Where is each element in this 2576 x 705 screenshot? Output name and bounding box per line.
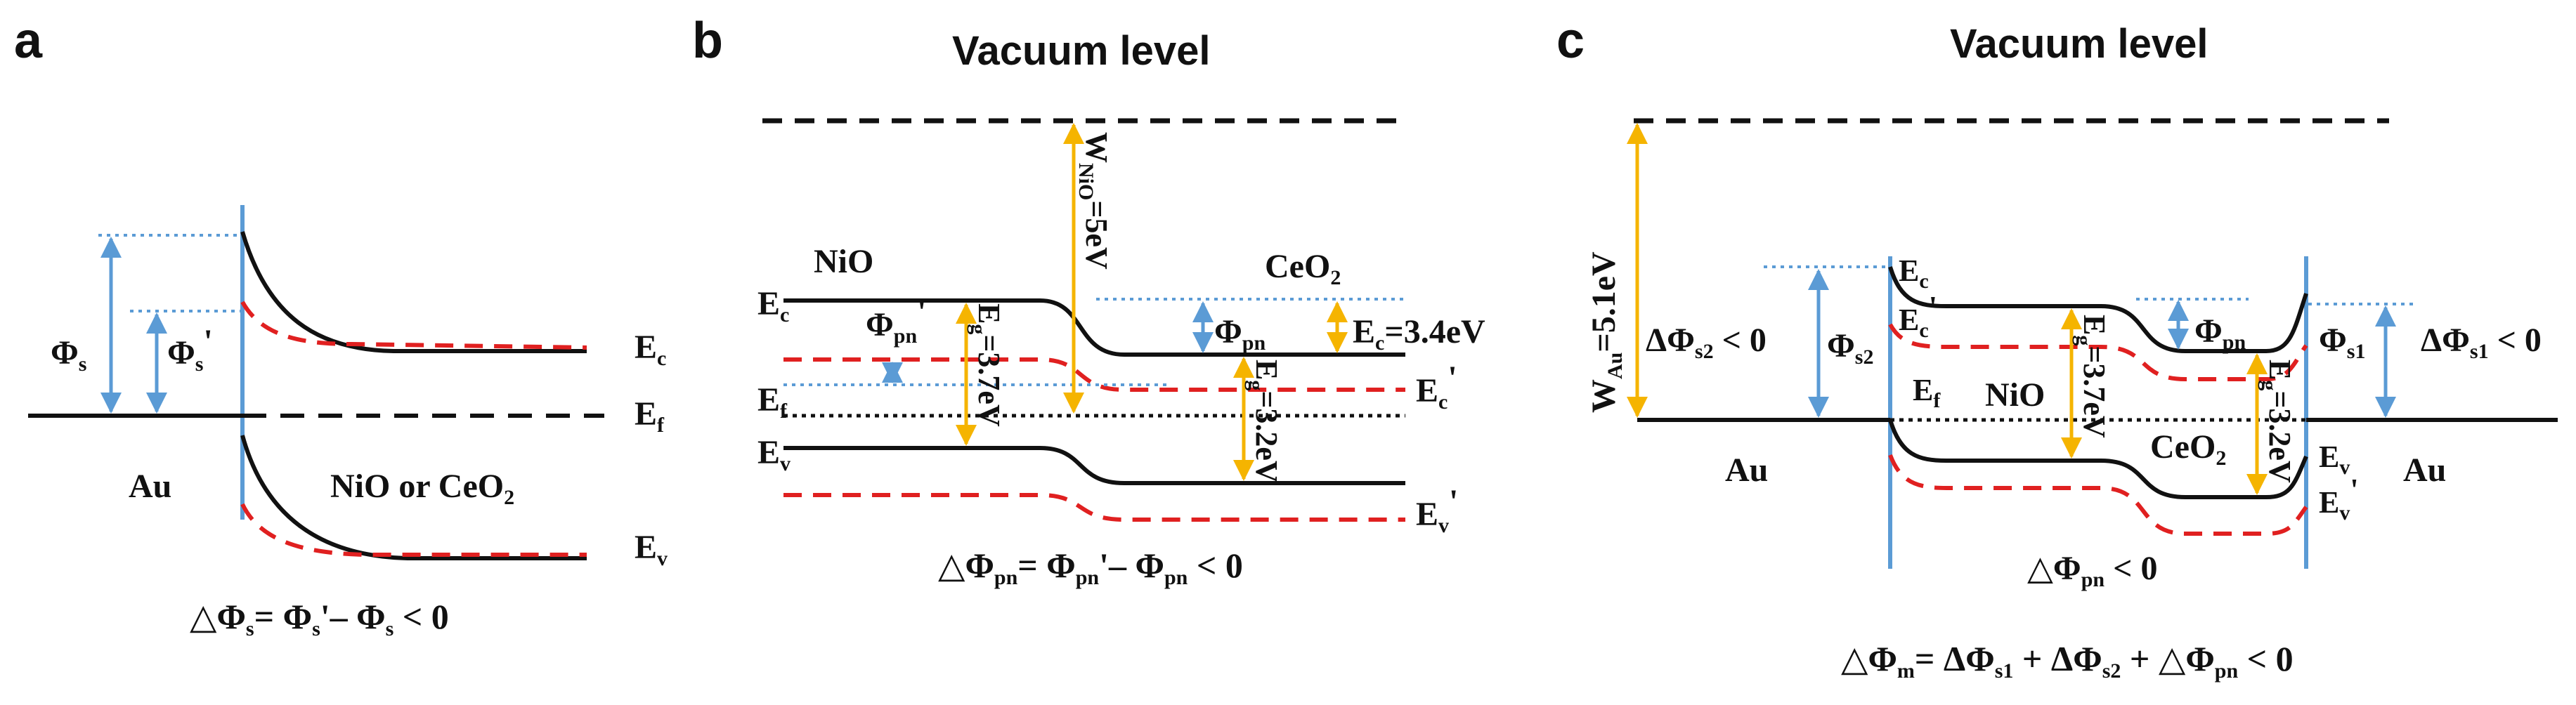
nio-ceo2-valence-band (783, 446, 1405, 485)
valence-band-shifted (240, 503, 587, 557)
panel-c-letter: c (1556, 13, 1585, 69)
w-au-label: WAu=5.1eV (1585, 251, 1627, 413)
ec-label: Ec (635, 329, 666, 370)
valence-band-shifted (783, 493, 1405, 522)
panel-a: a Φs Φs' Ec Ef Ev Au NiO or CeO2 △Φs= Φs… (14, 13, 668, 640)
ef-label: Ef (635, 395, 665, 437)
phi-pn-label: Φpn (1214, 313, 1266, 355)
vacuum-level-label: Vacuum level (952, 28, 1211, 74)
ev-label: Ev (757, 434, 791, 475)
semiconductor-label: NiO or CeO2 (330, 468, 514, 509)
ec-3.4ev-label: Ec=3.4eV (1353, 313, 1485, 355)
ec-label: Ec (757, 285, 789, 327)
phi-pn-label: Φpn (2194, 312, 2246, 354)
eg-ceo2-label: Eg=3.2eV (1244, 360, 1284, 483)
ec-label: Ec (1899, 253, 1929, 293)
delta-phi-s2-label: ΔΦs2 < 0 (1646, 322, 1767, 363)
valence-band (1888, 419, 2308, 499)
metal-label: Au (129, 468, 171, 505)
panel-b-letter: b (692, 13, 723, 69)
vacuum-level-label: Vacuum level (1950, 21, 2209, 67)
right-metal-label: Au (2403, 452, 2446, 489)
w-nio-label: WNiO=5eV (1074, 132, 1114, 270)
delta-phi-pn-label: △Φpn < 0 (2027, 550, 2157, 591)
nio-label: NiO (1985, 376, 2045, 414)
conduction-band-shifted (240, 301, 587, 350)
ev-label: Ev (2319, 440, 2350, 479)
conduction-band (1888, 266, 2308, 353)
phi-s-label: Φs (51, 334, 86, 376)
valence-band-shifted (1888, 454, 2308, 536)
phi-s2-label: Φs2 (1827, 327, 1873, 369)
ev-prime-label: Ev' (2319, 473, 2359, 525)
ceo2-label: CeO2 (1265, 248, 1341, 289)
phi-s1-label: Φs1 (2319, 322, 2365, 363)
ef-label: Ef (757, 381, 788, 423)
panel-b-formula: △Φpn= Φpn'– Φpn < 0 (938, 546, 1243, 589)
delta-phi-s1-label: ΔΦs1 < 0 (2421, 322, 2542, 363)
panel-a-letter: a (14, 13, 43, 69)
eg-nio-label: Eg=3.7eV (2072, 315, 2112, 438)
eg-ceo2-label: Eg=3.2eV (2258, 360, 2297, 483)
conduction-band-shifted (1888, 323, 2308, 381)
panel-b: b Vacuum level NiO CeO2 Ec Ef Ev Ec' Ev'… (692, 13, 1485, 589)
phi-pn-prime-label: Φpn' (866, 294, 927, 348)
ec-prime-label: Ec' (1416, 360, 1457, 414)
ev-prime-label: Ev' (1416, 483, 1458, 537)
panel-a-formula: △Φs= Φs'– Φs < 0 (190, 597, 449, 640)
phi-s-prime-label: Φs' (167, 323, 213, 376)
panel-c-formula: △Φm= ΔΦs1 + ΔΦs2 + △Φpn < 0 (1841, 639, 2294, 683)
panel-c: c Vacuum level WAu=5.1eV ΔΦs2 < 0 Φs2 Ec (1556, 13, 2558, 683)
conduction-band (240, 231, 587, 353)
ef-label: Ef (1913, 373, 1941, 412)
left-metal-label: Au (1725, 452, 1768, 489)
nio-label: NiO (814, 243, 873, 280)
ec-prime-label: Ec' (1899, 290, 1937, 342)
ceo2-label: CeO2 (2150, 428, 2226, 470)
eg-nio-label: Eg=3.7eV (967, 303, 1006, 427)
ev-label: Ev (635, 529, 668, 570)
